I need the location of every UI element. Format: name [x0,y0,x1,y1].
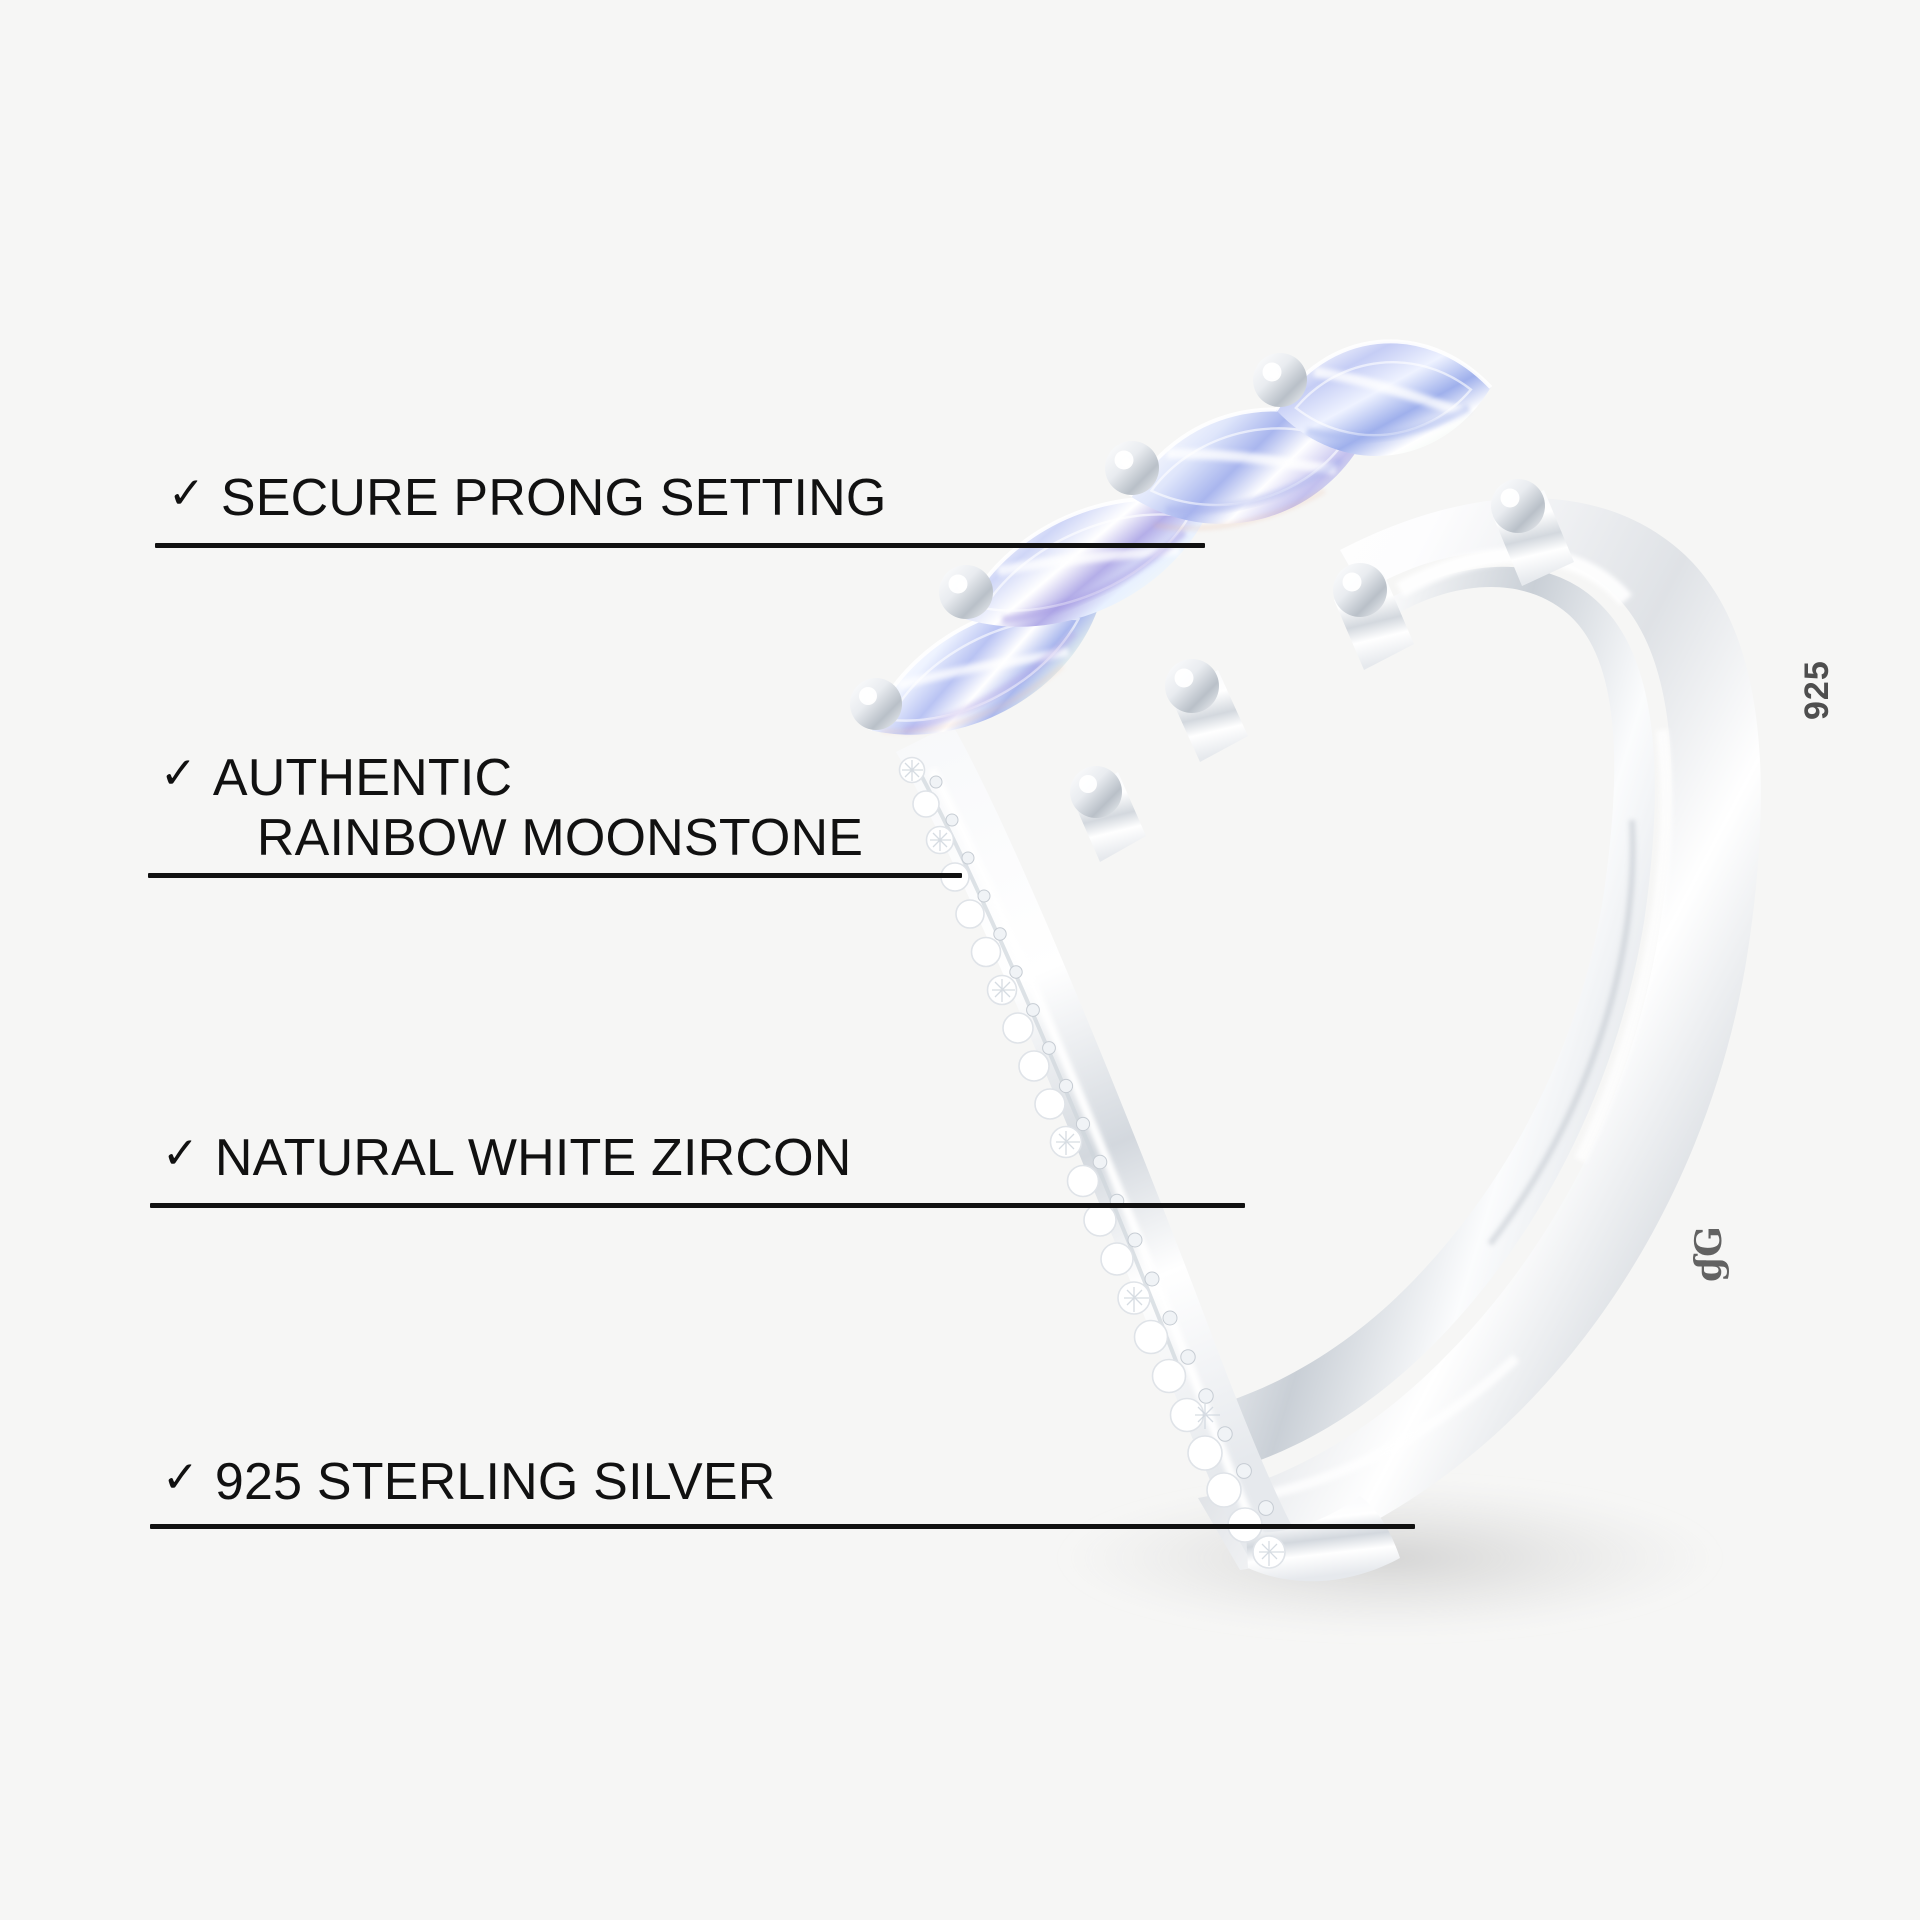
ring-band-outer [1198,498,1761,1570]
feature-label: SECURE PRONG SETTING [220,469,887,527]
feature-callout-925-sterling-silver: ✓ 925 STERLING SILVER [162,1452,776,1512]
product-image-ring [700,300,1900,1660]
feature-label-line1: AUTHENTIC [212,749,513,807]
leader-line-natural-white-zircon [150,1203,1245,1208]
feature-callout-authentic-rainbow-moonstone: ✓ AUTHENTIC RAINBOW MOONSTONE [160,748,863,869]
feature-callout-secure-prong-setting: ✓ SECURE PRONG SETTING [168,468,887,528]
feature-label-line2: RAINBOW MOONSTONE [256,809,864,868]
feature-label: 925 STERLING SILVER [214,1453,776,1511]
ring-band-inner-wall [1198,566,1655,1474]
leader-line-925-sterling-silver [150,1524,1415,1529]
feature-label: NATURAL WHITE ZIRCON [214,1129,852,1187]
leader-line-secure-prong-setting [155,543,1205,548]
check-icon: ✓ [168,468,205,519]
check-icon: ✓ [160,748,197,799]
check-icon: ✓ [162,1452,199,1503]
feature-label: AUTHENTIC RAINBOW MOONSTONE [213,748,863,869]
feature-callout-natural-white-zircon: ✓ NATURAL WHITE ZIRCON [162,1128,852,1188]
check-icon: ✓ [162,1128,199,1179]
prong-beads [850,353,1545,818]
moonstone-gem-1 [1274,339,1493,457]
leader-line-authentic-rainbow-moonstone [148,873,962,878]
